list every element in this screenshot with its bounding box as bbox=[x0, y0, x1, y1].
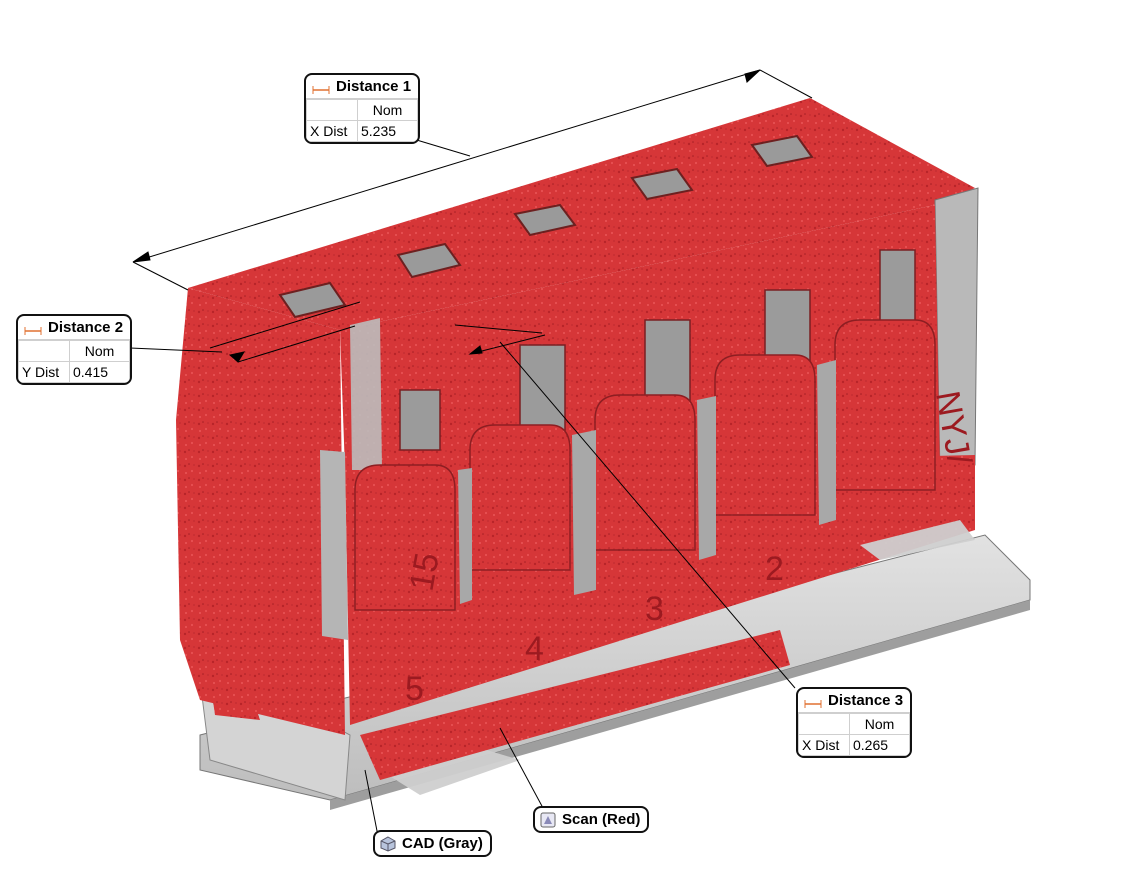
scan-legend-label: Scan (Red) bbox=[562, 811, 641, 828]
distance-2-title: Distance 2 bbox=[48, 319, 124, 336]
distance-measure-icon bbox=[24, 323, 42, 335]
engraving-5: 5 bbox=[405, 670, 424, 708]
cad-legend-tag[interactable]: CAD (Gray) bbox=[373, 830, 492, 857]
distance-measure-icon bbox=[804, 696, 822, 708]
scan-body: 15 5 4 3 2 NYJ/ bbox=[176, 98, 979, 795]
cad-object-icon bbox=[380, 835, 396, 852]
distance-1-dimension bbox=[132, 69, 813, 291]
engraving-4: 4 bbox=[525, 630, 544, 668]
distance-1-col-header: Nom bbox=[357, 99, 418, 121]
distance-2-key: Y Dist bbox=[18, 361, 70, 383]
cad-legend-label: CAD (Gray) bbox=[402, 835, 483, 852]
engraving-3: 3 bbox=[645, 590, 664, 628]
legend-leaders bbox=[364, 727, 544, 837]
distance-2-dimension bbox=[129, 301, 361, 363]
scan-object-icon bbox=[540, 812, 556, 828]
distance-3-col-header: Nom bbox=[849, 713, 910, 735]
distance-2-col-header: Nom bbox=[69, 340, 130, 362]
scan-legend-tag[interactable]: Scan (Red) bbox=[533, 806, 650, 833]
distance-1-title: Distance 1 bbox=[336, 78, 412, 95]
distance-1-value: 5.235 bbox=[357, 120, 418, 142]
distance-measure-icon bbox=[312, 82, 330, 94]
distance-1-key: X Dist bbox=[306, 120, 358, 142]
distance-3-dimension bbox=[454, 324, 796, 689]
distance-3-title: Distance 3 bbox=[828, 692, 904, 709]
distance-2-value: 0.415 bbox=[69, 361, 130, 383]
engraving-15: 15 bbox=[403, 550, 447, 594]
distance-3-value: 0.265 bbox=[849, 734, 910, 756]
engraving-2: 2 bbox=[765, 550, 784, 588]
distance-3-key: X Dist bbox=[798, 734, 850, 756]
